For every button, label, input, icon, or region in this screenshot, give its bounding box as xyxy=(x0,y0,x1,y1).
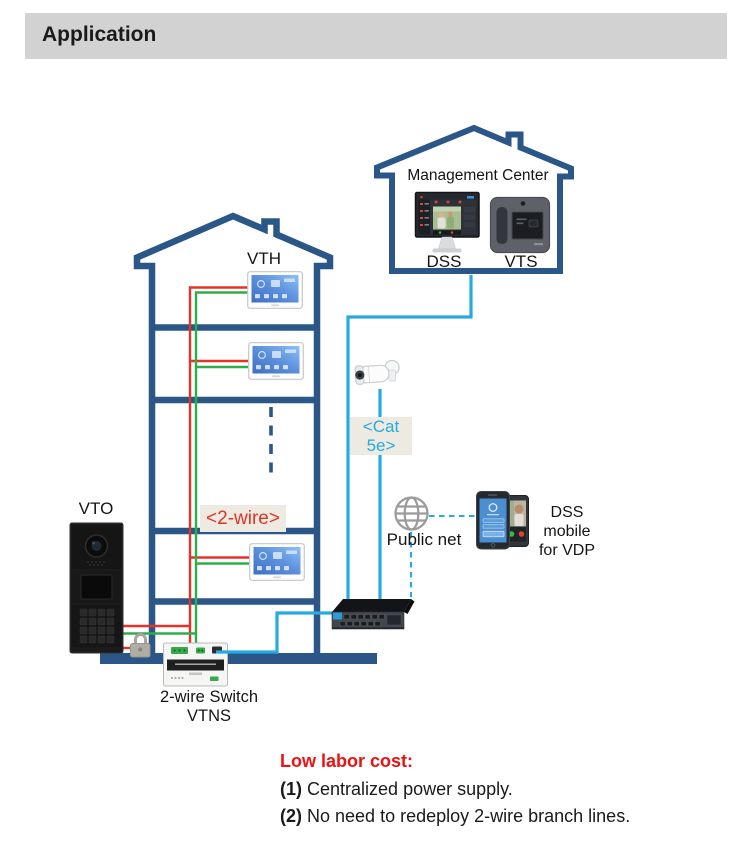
vto-keypad xyxy=(79,608,115,644)
dss-mobile-caption-line1: DSS xyxy=(550,504,584,521)
note-item-1-num: (1) xyxy=(280,779,302,799)
notes-block: Low labor cost: (1) Centralized power su… xyxy=(280,751,710,833)
section-header-bar: Application xyxy=(25,13,727,59)
dss-label: DSS xyxy=(426,252,462,271)
globe-icon xyxy=(394,496,429,531)
public-net-label: Public net xyxy=(386,530,462,549)
vto-door-station xyxy=(69,522,124,654)
vtns-switch-name: 2-wire Switch xyxy=(159,688,259,706)
dss-mobile-caption-line2: mobile xyxy=(543,523,591,540)
vtns-2wire-switch-device xyxy=(163,642,228,687)
dss-mobile-caption: DSS mobile for VDP xyxy=(534,503,600,560)
two-wire-tag-text: <2-wire> xyxy=(206,507,280,529)
note-item-2: (2) No need to redeploy 2-wire branch li… xyxy=(280,806,710,827)
cat5e-cable-tag: <Cat 5e> xyxy=(350,417,412,455)
dss-mobile-phones xyxy=(476,491,529,550)
dss-mobile-caption-line3: for VDP xyxy=(538,542,595,559)
vto-label: VTO xyxy=(78,499,114,518)
cat5e-tag-line2: 5e> xyxy=(366,436,396,455)
vth-monitor-1 xyxy=(247,271,303,309)
two-wire-green-lines xyxy=(122,291,249,649)
vth-monitor-2 xyxy=(248,342,304,380)
vts-label: VTS xyxy=(504,252,538,271)
vtns-to-switch-cable xyxy=(216,611,336,654)
two-wire-tag: <2-wire> xyxy=(200,505,286,532)
ip-camera xyxy=(354,359,400,385)
vth-monitor-3 xyxy=(249,543,305,581)
page-title: Application xyxy=(42,23,157,46)
public-net-dashed-lines xyxy=(409,514,477,597)
note-item-2-num: (2) xyxy=(280,806,302,826)
padlock-icon xyxy=(130,633,151,658)
network-switch xyxy=(331,599,415,630)
management-center-title: Management Center xyxy=(407,167,549,184)
phone-login-screen xyxy=(476,491,510,550)
note-item-1: (1) Centralized power supply. xyxy=(280,779,710,800)
dss-monitor xyxy=(414,191,480,253)
vtns-switch-model: VTNS xyxy=(186,707,231,725)
cat5e-tag-line1: <Cat xyxy=(362,417,400,436)
note-item-1-text: Centralized power supply. xyxy=(307,779,513,799)
two-wire-red-lines xyxy=(119,286,249,650)
management-center-house-outline xyxy=(374,124,574,274)
note-item-2-text: No need to redeploy 2-wire branch lines. xyxy=(307,806,631,826)
vts-station xyxy=(489,196,551,254)
notes-heading: Low labor cost: xyxy=(280,751,414,771)
ground-base-bar xyxy=(100,653,377,664)
vth-label: VTH xyxy=(247,249,281,268)
residence-building-outline xyxy=(133,212,334,658)
